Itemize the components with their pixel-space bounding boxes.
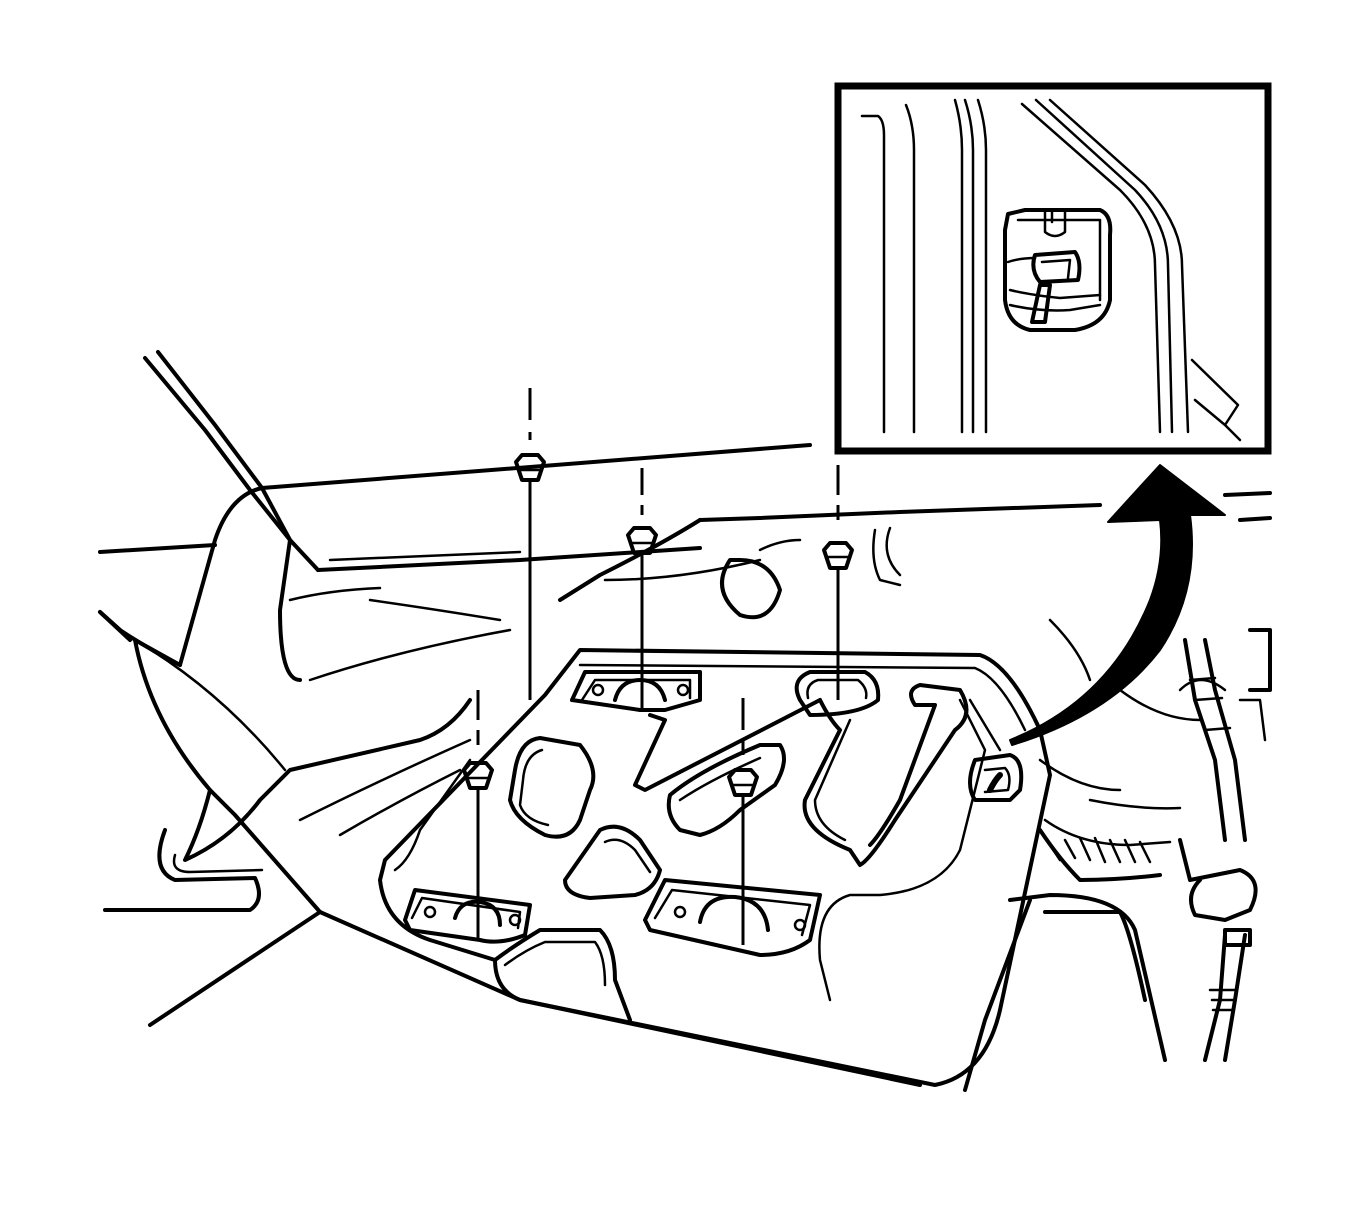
fastener-3 xyxy=(822,465,854,700)
fastener-5 xyxy=(727,698,759,945)
fastener-2 xyxy=(626,468,658,710)
right-side-components xyxy=(963,628,1272,1092)
fastener-1 xyxy=(514,388,546,700)
fastener-4 xyxy=(462,690,494,940)
detail-inset xyxy=(834,82,1272,455)
clip-icon xyxy=(1003,208,1113,332)
upper-dash-structure xyxy=(558,491,1272,722)
hex-nut-icon xyxy=(727,768,759,797)
inset-frame xyxy=(834,82,1272,455)
left-body-structure xyxy=(98,350,922,1087)
mounting-bracket-plate xyxy=(378,648,1052,1087)
hex-nut-icon xyxy=(822,541,854,570)
detail-pointer-arrow xyxy=(1009,464,1226,746)
hex-nut-icon xyxy=(462,761,494,790)
hex-nut-icon xyxy=(514,453,546,482)
hex-nut-icon xyxy=(626,526,658,555)
